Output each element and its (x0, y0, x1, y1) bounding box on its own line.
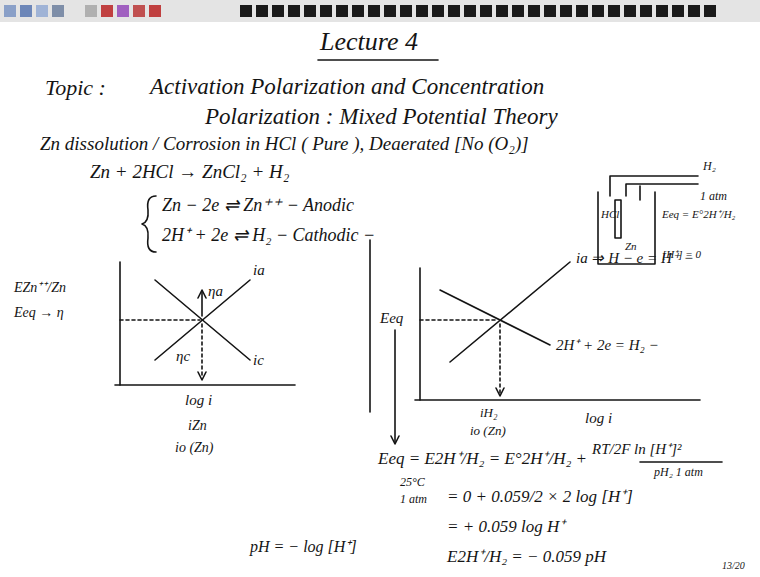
half-reaction: 2H⁺ + 2e ⇌ H₂ − Cathodic − (162, 226, 375, 246)
curve-label: ηc (176, 348, 190, 365)
beaker-label: H₂ (703, 160, 716, 173)
axis-label: Eeq (380, 310, 403, 327)
axis-label: iZn (188, 418, 207, 433)
toolbar-icons (4, 5, 716, 17)
curve-label: ηa (208, 283, 223, 300)
equation: = + 0.059 log H⁺ (447, 518, 565, 537)
equation: = 0 + 0.059/2 × 2 log [H⁺] (447, 488, 633, 507)
reaction-brace (142, 196, 156, 252)
equation: pH = − log [H⁺] (250, 538, 357, 556)
overall-reaction: Zn + 2HCl → ZnCl₂ + H₂ (90, 162, 289, 183)
curve-label: ia ⇒ H − e = H⁺ − (576, 250, 694, 267)
condition-note: 25°C (400, 476, 425, 489)
axis-label: iH₂ (480, 406, 498, 420)
equation: E2H⁺/H₂ = − 0.059 pH (447, 548, 606, 567)
equation: pH₂ 1 atm (654, 466, 703, 479)
curve-label: ic (253, 352, 264, 369)
curve-label: ia (253, 262, 265, 279)
divider-line (369, 240, 371, 412)
axis-label: io (Zn) (470, 424, 506, 438)
axis-label: Eeq → η (14, 305, 64, 320)
equation: Eeq = E2H⁺/H₂ = E°2H⁺/H₂ + (378, 450, 587, 469)
condition-note: 1 atm (400, 493, 427, 506)
problem-statement: Zn dissolution / Corrosion in HCl ( Pure… (40, 134, 529, 155)
beaker-label: HCl (601, 208, 619, 220)
slide-number: 13/20 (722, 560, 745, 571)
topic-text: Activation Polarization and Concentratio… (150, 74, 544, 99)
topic-text: Polarization : Mixed Potential Theory (205, 104, 558, 129)
curve-label: 2H⁺ + 2e = H₂ − (556, 337, 659, 354)
axis-label: EZn⁺⁺/Zn (14, 280, 66, 295)
equation: RT/2F ln [H⁺]² (592, 441, 682, 458)
right-polarization-plot (391, 262, 700, 444)
beaker-label: Eeq = E°2H⁺/H₂ (662, 208, 735, 220)
half-reaction: Zn − 2e ⇌ Zn⁺⁺ − Anodic (162, 196, 354, 216)
beaker-label: 1 atm (700, 190, 727, 203)
topic-label: Topic : (45, 76, 106, 100)
axis-label: log i (585, 410, 612, 427)
lecture-title: Lecture 4 (320, 28, 418, 57)
toolbar (0, 0, 760, 22)
axis-label: io (Zn) (175, 440, 214, 455)
axis-label: log i (185, 392, 212, 409)
fraction-bar (640, 461, 722, 463)
title-underline (318, 59, 438, 61)
left-polarization-plot (115, 262, 295, 385)
